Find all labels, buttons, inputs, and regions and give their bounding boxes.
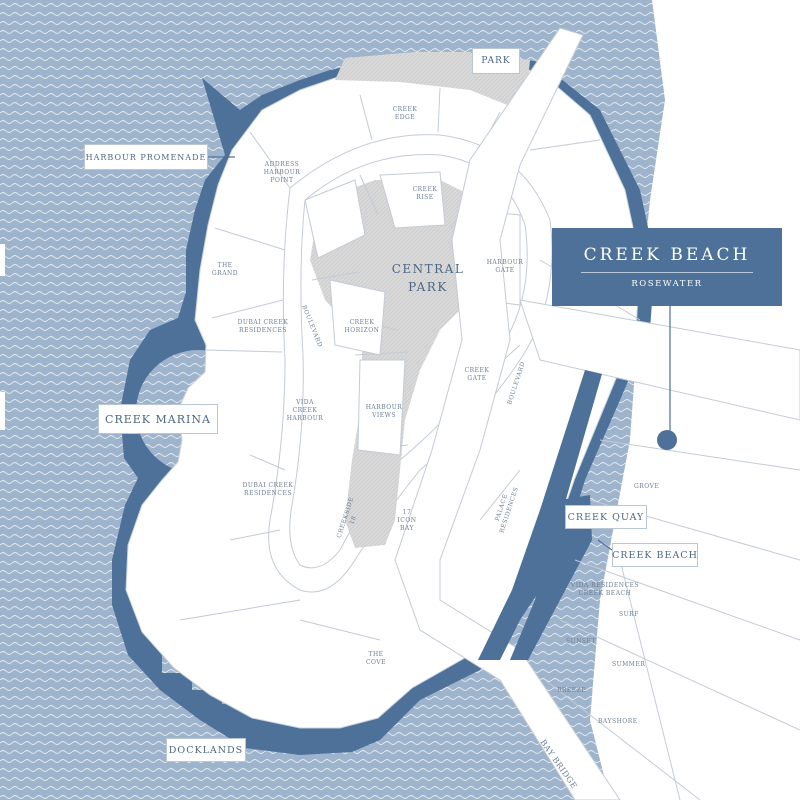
svg-text:BREEZE: BREEZE bbox=[557, 687, 586, 694]
svg-text:SUMMER: SUMMER bbox=[612, 661, 645, 668]
svg-text:SURF: SURF bbox=[619, 611, 639, 618]
east-road bbox=[519, 299, 800, 421]
creek-beach-marker bbox=[657, 430, 677, 450]
creek-beach-title-card: CREEK BEACH ROSEWATER bbox=[552, 228, 782, 306]
svg-text:BAYSHORE: BAYSHORE bbox=[598, 718, 638, 725]
docklands-label: DOCKLANDS bbox=[166, 738, 246, 762]
harbour-promenade-label: HARBOUR PROMENADE bbox=[84, 144, 208, 170]
svg-text:GROVE: GROVE bbox=[634, 483, 659, 490]
edge-mark bbox=[0, 392, 5, 430]
creek-beach-shore bbox=[510, 495, 592, 660]
edge-mark bbox=[0, 244, 5, 276]
creek-marina-label: CREEK MARINA bbox=[98, 404, 218, 434]
bay-bridge-road bbox=[394, 27, 621, 800]
central-park-label: CENTRAL bbox=[392, 262, 465, 276]
creek-channel bbox=[478, 370, 602, 660]
creek-beach-label: CREEK BEACH bbox=[612, 543, 698, 567]
card-divider bbox=[581, 272, 753, 273]
card-title: CREEK BEACH bbox=[583, 245, 751, 265]
mainland bbox=[590, 0, 800, 800]
svg-text:SUNSET: SUNSET bbox=[566, 638, 596, 645]
card-subtitle: ROSEWATER bbox=[631, 279, 703, 289]
park-label: PARK bbox=[472, 48, 520, 74]
creek-quay-label: CREEK QUAY bbox=[565, 505, 647, 529]
